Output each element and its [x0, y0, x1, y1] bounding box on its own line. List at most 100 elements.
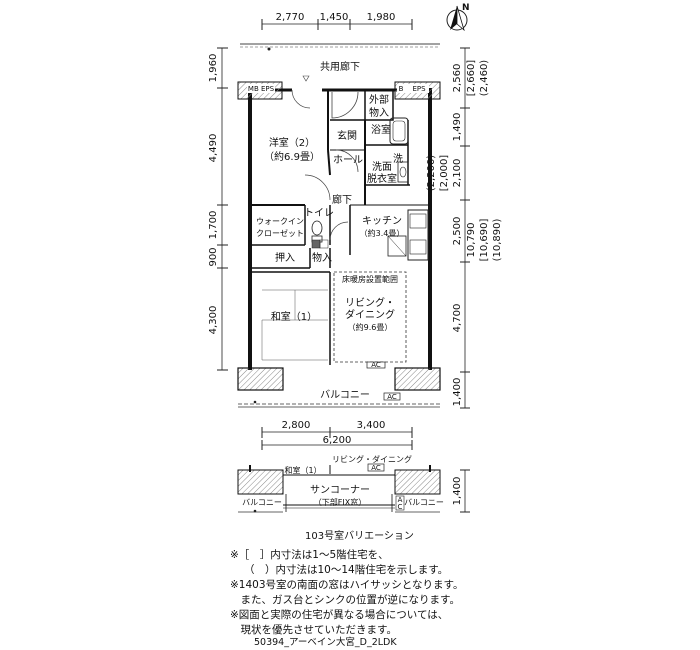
north-arrow-icon: N	[446, 3, 470, 32]
top-dimensions: 2,770 1,450 1,980	[261, 12, 413, 30]
western-room-size: （約6.9畳）	[264, 150, 320, 163]
bathroom-label: 浴室	[371, 123, 391, 136]
fridge-icon	[387, 235, 407, 257]
dim-right-2000: [2,000]	[439, 155, 450, 192]
b-eps: B EPS	[394, 81, 441, 100]
footer-label: 50394_アーベイン大宮_D_2LDK	[254, 637, 397, 648]
kitchen-counter	[407, 209, 429, 261]
right-dimensions: 2,560 [2,660] (2,460) 1,490 2,100 [2,000…	[426, 47, 503, 409]
washroom-line2: 脱衣室	[367, 172, 397, 185]
entrance-label: 玄関	[337, 129, 357, 142]
toilet-icon	[311, 220, 323, 243]
outer-storage-line2: 物入	[369, 106, 389, 119]
storage2-label: 物入	[312, 251, 332, 264]
walkin-line1: ウォークイン	[256, 217, 304, 226]
dim-right-2560: 2,560	[452, 64, 463, 93]
outer-storage-line1: 外部	[369, 93, 389, 106]
dim-bottom-1: 2,800	[282, 420, 311, 431]
sun-corner-label: サンコーナー	[310, 484, 370, 496]
toilet-label: トイレ	[304, 208, 334, 219]
variation-caption: 103号室バリエーション	[305, 531, 414, 542]
living-size: （約9.6畳）	[348, 322, 393, 332]
dim-right-2660: [2,660]	[466, 60, 477, 97]
fix-window-label: （下部FIX窓）	[314, 497, 366, 507]
variation-japanese-room: 和室（1）	[284, 465, 321, 475]
dim-right-1400: 1,400	[452, 378, 463, 407]
variation-ac-label: AC	[371, 464, 381, 472]
dim-left-5: 4,300	[208, 306, 219, 335]
note-line: 現状を優先させていただきます。	[230, 624, 397, 636]
column-right	[394, 367, 441, 391]
dim-bottom-total: 6,200	[323, 435, 352, 446]
ac-outdoor-unit	[383, 392, 401, 401]
dim-variation-1400: 1,400	[452, 477, 463, 506]
tatami-mats	[261, 289, 328, 361]
note-line: また、ガス台とシンクの位置が逆になります。	[230, 594, 460, 606]
washer-label: 洗	[393, 153, 403, 165]
bathtub-icon	[389, 117, 409, 145]
note-line: （ ）内寸法は10～14階住宅を示します。	[244, 564, 449, 576]
ac-outdoor-label: AC	[387, 393, 397, 401]
left-dimensions: 1,960 4,490 1,700 900 4,300	[208, 47, 228, 371]
cabinet-icon	[311, 239, 329, 249]
kitchen-size: （約3.4畳）	[360, 228, 405, 238]
b-label: B	[399, 85, 404, 93]
variation-ac-small-a: A	[398, 496, 403, 504]
dim-top-1: 2,770	[276, 12, 305, 23]
ac-label: AC	[371, 361, 381, 369]
variation-ac-small-c: C	[398, 503, 403, 511]
outer-storage: 外部 物入	[364, 89, 394, 121]
dim-top-3: 1,980	[367, 12, 396, 23]
dim-left-3: 1,700	[208, 211, 219, 240]
note-line: ※1403号室の南面の窓はハイサッシとなります。	[230, 579, 464, 591]
north-label: N	[462, 3, 470, 13]
entry-door	[302, 75, 359, 119]
note-line: ※図面と実際の住宅が異なる場合については、	[230, 609, 449, 621]
dim-right-10890: (10,890)	[492, 219, 503, 262]
dim-left-2: 4,490	[208, 134, 219, 163]
living-line2: ダイニング	[345, 308, 395, 321]
kitchen-label: キッチン	[362, 215, 402, 227]
japanese-room-label: 和室（1）	[271, 310, 317, 323]
notes: ※［ ］内寸法は1～5階住宅を、 （ ）内寸法は10～14階住宅を示します。 ※…	[230, 548, 670, 638]
variation-balcony-right: バルコニー	[404, 498, 444, 507]
mb-eps: MB EPS	[237, 81, 283, 100]
floor-heating-label: 床暖房設置範囲	[342, 274, 398, 284]
note-line: ※［ ］内寸法は1～5階住宅を、	[230, 549, 389, 561]
washbasin-icon	[397, 161, 409, 183]
balcony-label: バルコニー	[320, 389, 370, 401]
hallway-label: 廊下	[332, 193, 352, 206]
door-swings	[291, 89, 359, 241]
dim-right-2460: (2,460)	[479, 60, 490, 97]
storage-label: 押入	[275, 251, 295, 264]
corridor-label: 共用廊下	[320, 60, 360, 73]
dim-right-2500: 2,500	[452, 217, 463, 246]
variation-balcony-left: バルコニー	[242, 498, 282, 507]
corridor: 共用廊下	[240, 43, 440, 73]
hall-label: ホール	[333, 154, 363, 166]
living-line1: リビング・	[345, 296, 395, 309]
ac-unit	[366, 361, 386, 369]
bottom-dimensions: 2,800 3,400 6,200	[261, 420, 413, 450]
walkin-line2: クローゼット	[256, 228, 304, 238]
balcony: バルコニー	[238, 389, 440, 408]
b-eps-label: EPS	[412, 85, 426, 93]
column-left	[237, 367, 284, 391]
dim-top-2: 1,450	[320, 12, 349, 23]
washroom-line1: 洗面	[372, 161, 392, 173]
interior-walls	[250, 90, 430, 365]
dim-right-2100: 2,100	[452, 159, 463, 188]
dim-right-1490: 1,490	[452, 113, 463, 142]
variation-living: リビング・ダイニング	[332, 454, 412, 464]
dim-bottom-2: 3,400	[357, 420, 386, 431]
dim-right-4700: 4,700	[452, 304, 463, 333]
room-labels: 洋室（2） （約6.9畳） 玄関 浴室 ホール 洗 洗面 脱衣室 廊下 トイレ …	[256, 123, 404, 332]
variation-diagram: AC A C 和室（1） リビング・ダイニング サンコーナー （下部FIX窓） …	[237, 454, 470, 513]
dim-right-10790: 10,790	[466, 223, 477, 258]
mb-eps-label: MB EPS	[248, 85, 275, 93]
dim-right-10690: [10,690]	[479, 219, 490, 262]
dim-left-4: 900	[208, 247, 219, 266]
western-room-label: 洋室（2）	[269, 136, 315, 149]
dim-left-1: 1,960	[208, 54, 219, 83]
